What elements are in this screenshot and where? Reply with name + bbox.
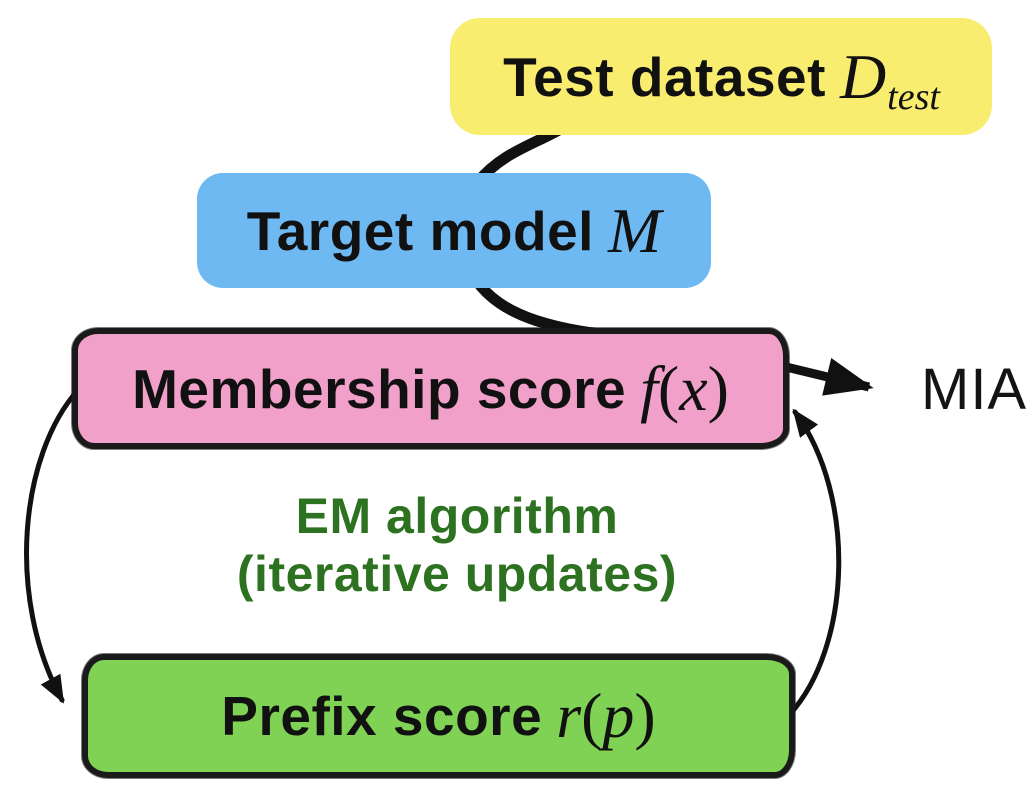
math-arg: x [679, 352, 708, 424]
target-model-label: Target model [246, 199, 594, 262]
math-close-paren: ) [707, 352, 729, 424]
membership-score-to-mia-arrow [780, 357, 874, 396]
membership-to-prefix-cycle-arrow-left [24, 387, 81, 704]
test-dataset-math-symbol: D [839, 40, 887, 112]
math-fn: f [640, 352, 658, 424]
math-open-paren: ( [657, 352, 680, 424]
target-model-math-symbol: M [607, 194, 662, 266]
math-arg: p [602, 680, 635, 751]
math-fn: r [556, 680, 582, 751]
math-close-paren: ) [634, 680, 656, 751]
membership-score-math-symbol: f(x) [640, 356, 729, 421]
em-algorithm-note-line2: (iterative updates) [236, 546, 678, 602]
prefix-score-label: Prefix score [221, 685, 543, 747]
em-algorithm-note: EM algorithm (iterative updates) [157, 487, 757, 603]
membership-score-label: Membership score [132, 357, 627, 420]
prefix-to-membership-cycle-arrow-right [787, 408, 842, 717]
prefix-score-math-symbol: r(p) [556, 684, 656, 748]
test-dataset-label: Test dataset [503, 45, 826, 108]
em-algorithm-note-line1: EM algorithm [295, 488, 619, 544]
math-open-paren: ( [581, 680, 603, 751]
mia-label: MIA [921, 357, 1028, 422]
